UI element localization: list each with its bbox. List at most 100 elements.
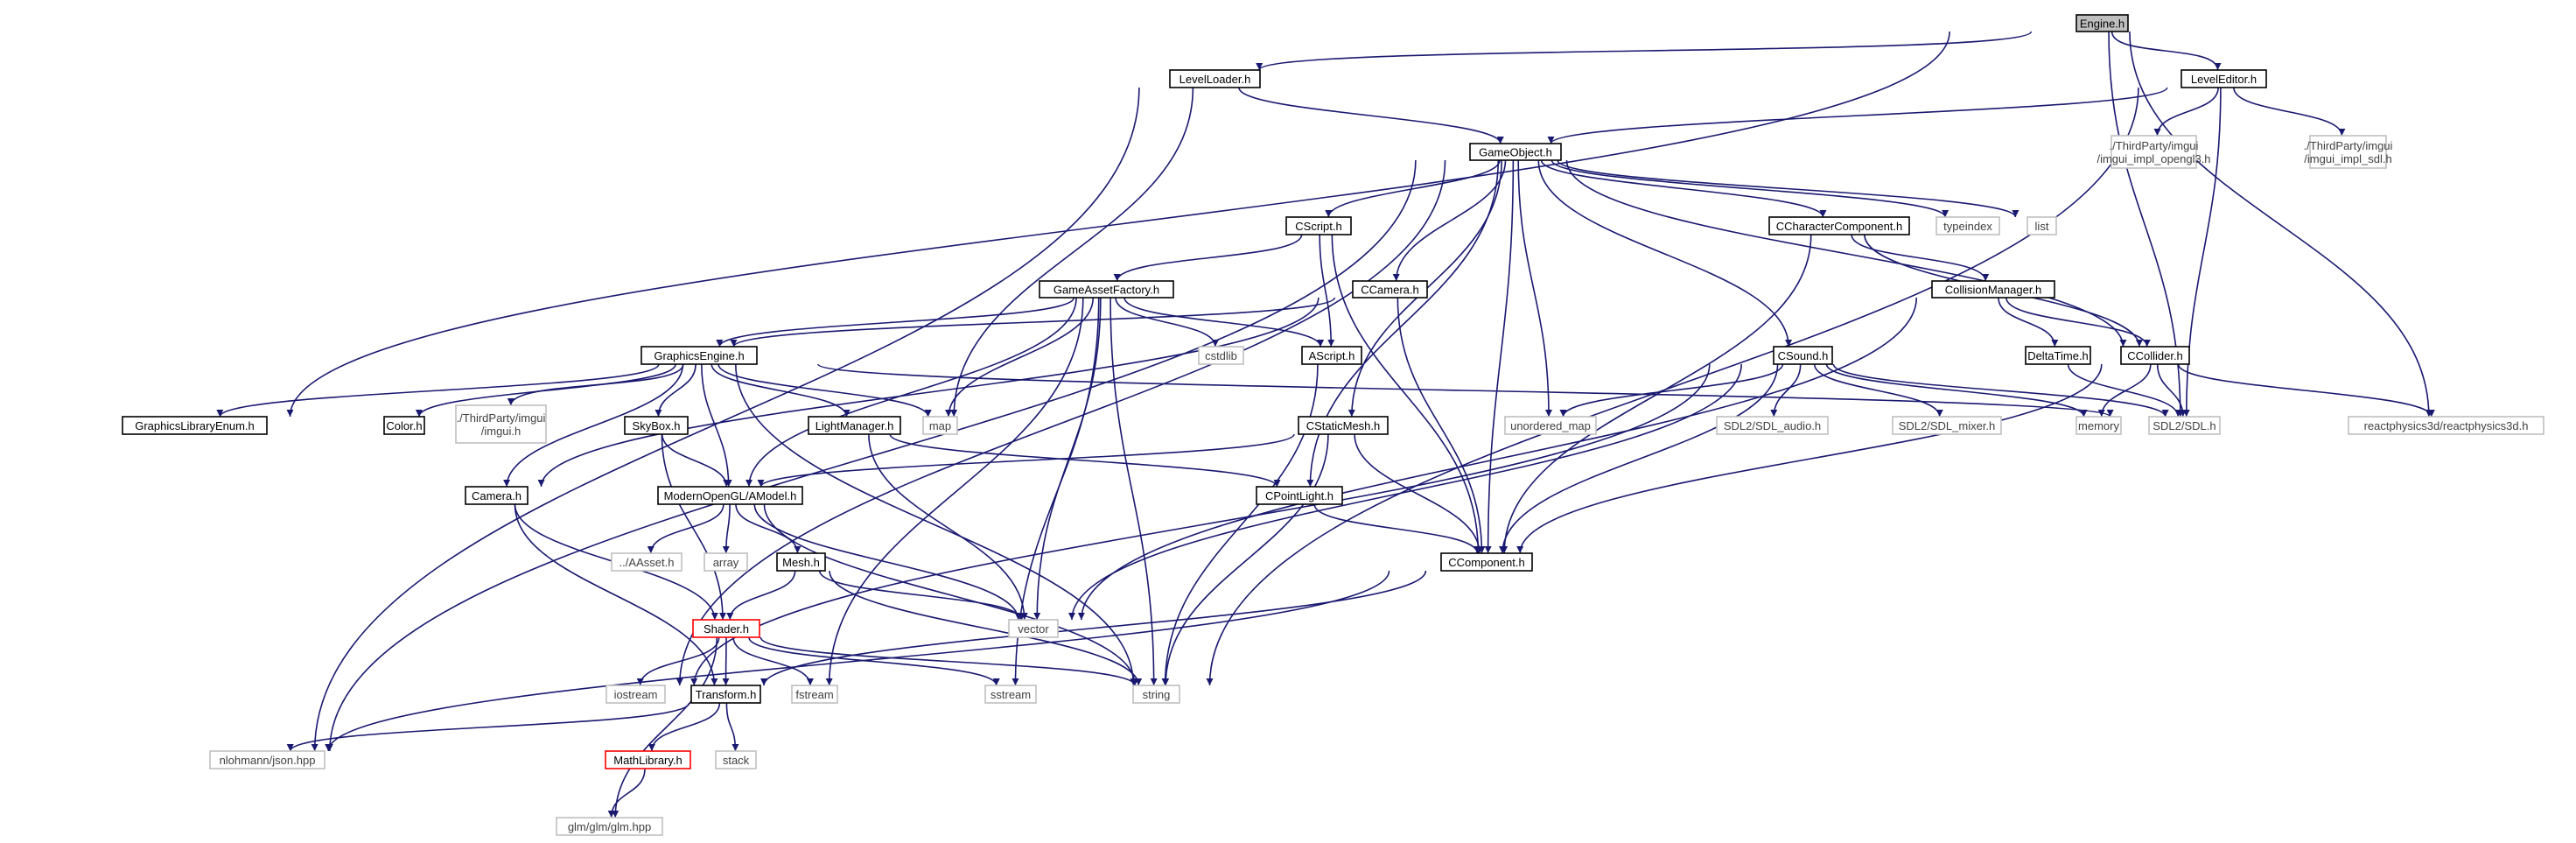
node-ccollider[interactable]: CCollider.h (2120, 346, 2190, 365)
node-cscript[interactable]: CScript.h (1285, 216, 1352, 235)
node-stack[interactable]: stack (715, 750, 757, 769)
node-ccharacter[interactable]: CCharacterComponent.h (1768, 216, 1910, 235)
node-iostream[interactable]: iostream (606, 685, 666, 704)
node-sdl_audio[interactable]: SDL2/SDL_audio.h (1716, 416, 1829, 435)
node-label: memory (2078, 419, 2119, 432)
edge-gameobject-to-unordered_map (1517, 159, 1552, 418)
node-color[interactable]: Color.h (383, 416, 425, 435)
node-ccamera[interactable]: CCamera.h (1352, 280, 1428, 299)
node-box (465, 486, 528, 505)
edge-gameasset-to-amodel (746, 297, 1077, 488)
node-shader[interactable]: Shader.h (692, 619, 760, 638)
node-mesh[interactable]: Mesh.h (776, 552, 826, 572)
node-label: Mesh.h (782, 556, 820, 569)
node-aasset[interactable]: ../AAsset.h (611, 552, 682, 572)
node-leveleditor[interactable]: LevelEditor.h (2180, 69, 2267, 88)
node-string[interactable]: string (1132, 685, 1180, 704)
edge-ccamera-to-camera (537, 297, 1320, 488)
node-gameasset[interactable]: GameAssetFactory.h (1039, 280, 1174, 299)
edge-graphicsengine-to-string (735, 363, 1138, 686)
node-engine[interactable]: Engine.h (2076, 14, 2129, 32)
edge-ccollider-to-ccomponent (1516, 363, 2103, 554)
node-label: ./ThirdParty/imgui/imgui_impl_opengl3.h (2096, 139, 2210, 165)
node-collisionmgr[interactable]: CollisionManager.h (1931, 280, 2055, 299)
node-box (2180, 69, 2267, 88)
edge-shader-to-fstream (732, 636, 814, 686)
node-map[interactable]: map (922, 416, 958, 435)
edge-ccomponent-to-transform (760, 570, 1427, 686)
node-ccomponent[interactable]: CComponent.h (1440, 552, 1533, 572)
node-deltatime[interactable]: DeltaTime.h (2025, 346, 2091, 365)
node-imgui_sdl[interactable]: ./ThirdParty/imgui/imgui_impl_sdl.h (2304, 135, 2393, 169)
edge-cscript-to-gameasset (1113, 234, 1303, 282)
node-sdl_mixer[interactable]: SDL2/SDL_mixer.h (1892, 416, 2002, 435)
node-memory[interactable]: memory (2076, 416, 2122, 435)
edge-collisionmgr-to-ccollider (2006, 297, 2151, 348)
node-box (606, 685, 666, 704)
node-box (2076, 416, 2122, 435)
edge-csound-to-ccomponent (1499, 363, 1779, 554)
node-lightmgr[interactable]: LightManager.h (808, 416, 901, 435)
node-label: CStaticMesh.h (1306, 419, 1381, 432)
node-ascript[interactable]: AScript.h (1301, 346, 1362, 365)
edge-cstaticmesh-to-ccomponent (1354, 433, 1483, 554)
edge-ccollider-to-memory (2097, 363, 2152, 418)
node-gameobject[interactable]: GameObject.h (1469, 143, 1562, 161)
node-label: CollisionManager.h (1945, 283, 2042, 296)
node-cstaticmesh[interactable]: CStaticMesh.h (1298, 416, 1389, 435)
node-label: GraphicsEngine.h (654, 349, 744, 362)
node-box (640, 346, 758, 365)
edge-graphicsengine-to-lightmgr (710, 363, 850, 418)
edge-layer (216, 31, 2435, 818)
node-box (2148, 416, 2221, 435)
node-amodel[interactable]: ModernOpenGL/AModel.h (657, 486, 803, 505)
node-reactphysics[interactable]: reactphysics3d/reactphysics3d.h (2348, 416, 2544, 435)
node-csound[interactable]: CSound.h (1773, 346, 1833, 365)
node-cstdlib[interactable]: cstdlib (1198, 346, 1244, 365)
node-box (1352, 280, 1428, 299)
node-camera[interactable]: Camera.h (465, 486, 528, 505)
edge-csound-to-vector (1068, 363, 1742, 621)
node-graphicsengine[interactable]: GraphicsEngine.h (640, 346, 758, 365)
edge-mathlib-to-glm (607, 768, 646, 818)
node-cpointlight[interactable]: CPointLight.h (1256, 486, 1343, 505)
edge-shader-to-string (760, 636, 1138, 686)
node-tp_imgui[interactable]: ./ThirdParty/imgui/imgui.h (455, 404, 547, 444)
edge-csound-to-unordered_map (1559, 363, 1784, 418)
node-glm[interactable]: glm/glm/glm.hpp (556, 817, 663, 836)
node-typeindex[interactable]: typeindex (1936, 216, 2000, 235)
edge-leveleditor-to-string (1206, 87, 2139, 686)
node-array[interactable]: array (704, 552, 748, 572)
node-box (2025, 346, 2091, 365)
node-skybox[interactable]: SkyBox.h (624, 416, 689, 435)
node-label: map (929, 419, 951, 432)
node-box (1256, 486, 1343, 505)
node-sstream[interactable]: sstream (984, 685, 1037, 704)
node-label: SDL2/SDL_mixer.h (1899, 419, 1996, 432)
node-unordered_map[interactable]: unordered_map (1504, 416, 1597, 435)
node-glenum[interactable]: GraphicsLibraryEnum.h (122, 416, 268, 435)
node-transform[interactable]: Transform.h (690, 685, 761, 704)
node-levelloader[interactable]: LevelLoader.h (1169, 69, 1261, 88)
node-box (1169, 69, 1261, 88)
node-box (704, 552, 748, 572)
node-list[interactable]: list (2026, 216, 2057, 235)
node-fstream[interactable]: fstream (791, 685, 838, 704)
edge-gameasset-to-fstream (825, 297, 1084, 686)
edge-engine-to-glenum (286, 31, 1950, 418)
node-json[interactable]: nlohmann/json.hpp (209, 750, 326, 769)
node-imgui_opengl3[interactable]: ./ThirdParty/imgui/imgui_impl_opengl3.h (2096, 135, 2211, 169)
node-label: CCharacterComponent.h (1776, 220, 1903, 233)
node-label: unordered_map (1510, 419, 1591, 432)
node-vector[interactable]: vector (1008, 619, 1059, 638)
node-label: vector (1018, 622, 1049, 636)
node-sdl[interactable]: SDL2/SDL.h (2148, 416, 2221, 435)
edge-gameobject-to-typeindex (1550, 159, 1950, 218)
node-label: CCollider.h (2127, 349, 2183, 362)
node-label: nlohmann/json.hpp (220, 754, 316, 767)
edge-csound-to-sdl_audio (1770, 363, 1802, 418)
node-mathlib[interactable]: MathLibrary.h (605, 750, 691, 769)
node-label: list (2035, 220, 2049, 233)
node-label: ./ThirdParty/imgui/imgui_impl_sdl.h (2304, 139, 2393, 165)
